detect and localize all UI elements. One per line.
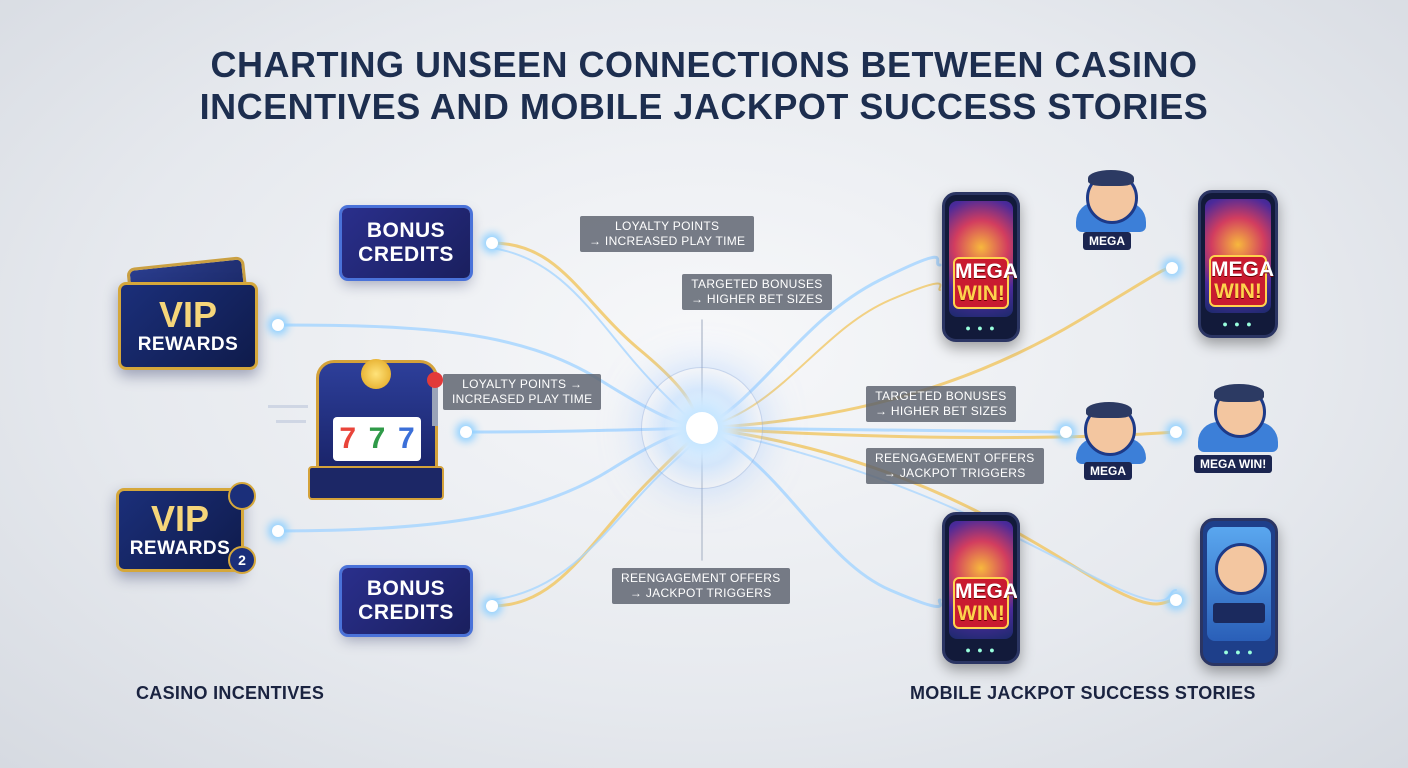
vip-title: VIP (150, 498, 210, 539)
tier-badge: 2 (228, 546, 256, 574)
wire-phone-4 (700, 426, 1178, 606)
crown-badge-icon (228, 482, 256, 510)
bonus-line-1: BONUS (366, 219, 446, 242)
wire-phone-2 (700, 266, 1178, 430)
reel-3: 7 (397, 422, 415, 455)
bonus-line-1: BONUS (366, 577, 446, 600)
label-reengagement-right: REENGAGEMENT OFFERS → JACKPOT TRIGGERS (866, 448, 1044, 484)
label-reengagement-bottom: REENGAGEMENT OFFERS → JACKPOT TRIGGERS (612, 568, 790, 604)
slot-reels: 7 7 7 (333, 417, 421, 461)
person-3-caption: MEGA WIN! (1194, 455, 1273, 473)
person-hair (1214, 384, 1264, 402)
person-hair (1086, 402, 1132, 418)
node-glow-icon (460, 426, 472, 438)
lever-knob-icon (427, 372, 443, 388)
vip-subtitle: REWARDS (129, 538, 231, 559)
diagram-title-line-2: INCENTIVES AND MOBILE JACKPOT SUCCESS ST… (199, 86, 1209, 127)
person-2-caption: MEGA (1084, 462, 1132, 480)
bonus-credits-ticket-bottom: BONUS CREDITS (342, 568, 470, 634)
vip-rewards-card-bottom: VIP REWARDS (116, 488, 244, 572)
slot-lever (432, 382, 438, 426)
hub-core (686, 412, 718, 444)
label-targeted-right: TARGETED BONUSES → HIGHER BET SIZES (866, 386, 1016, 422)
vip-subtitle: REWARDS (137, 334, 239, 355)
label-loyalty-top: LOYALTY POINTS → INCREASED PLAY TIME (580, 216, 755, 252)
wire-phone-3 (700, 426, 942, 608)
node-glow-icon (486, 600, 498, 612)
person-avatar (1215, 543, 1267, 595)
score-bar (1213, 603, 1265, 623)
person-1-caption: MEGA (1083, 232, 1131, 250)
phone-controls-icon: ● ● ● (1222, 319, 1254, 329)
phone-controls-icon: ● ● ● (965, 645, 997, 655)
wire-phone-4b (701, 427, 1177, 602)
bonus-credits-ticket-top: BONUS CREDITS (342, 208, 470, 278)
bonus-line-2: CREDITS (358, 601, 454, 624)
reel-2: 7 (368, 422, 386, 455)
slot-machine: 7 7 7 (316, 359, 438, 486)
vip-title: VIP (158, 294, 218, 335)
node-glow-icon (1166, 262, 1178, 274)
section-mobile-jackpot-success-stories: MOBILE JACKPOT SUCCESS STORIES (910, 683, 1256, 703)
label-targeted-top: TARGETED BONUSES → HIGHER BET SIZES (682, 274, 832, 310)
node-glow-icon (272, 525, 284, 537)
node-glow-icon (272, 319, 284, 331)
slot-base (308, 466, 444, 500)
phone-winner-selfie: ● ● ● (1200, 518, 1278, 666)
speed-line (268, 405, 308, 408)
section-casino-incentives: CASINO INCENTIVES (136, 683, 325, 703)
reel-1: 7 (339, 422, 356, 455)
phone-controls-icon: ● ● ● (1223, 647, 1255, 657)
label-loyalty-mid: LOYALTY POINTS → INCREASED PLAY TIME (443, 374, 602, 410)
node-glow-icon (1170, 594, 1182, 606)
node-glow-icon (486, 237, 498, 249)
person-hair (1088, 170, 1134, 186)
vip-rewards-card-top: VIP REWARDS (118, 282, 258, 370)
node-glow-icon (1170, 426, 1182, 438)
speed-line (276, 420, 306, 423)
diagram-title-line-1: CHARTING UNSEEN CONNECTIONS BETWEEN CASI… (210, 44, 1198, 85)
coin-icon (361, 359, 391, 389)
bonus-line-2: CREDITS (358, 243, 454, 266)
wire-person-1 (700, 426, 1068, 434)
phone-controls-icon: ● ● ● (965, 323, 997, 333)
node-glow-icon (1060, 426, 1072, 438)
